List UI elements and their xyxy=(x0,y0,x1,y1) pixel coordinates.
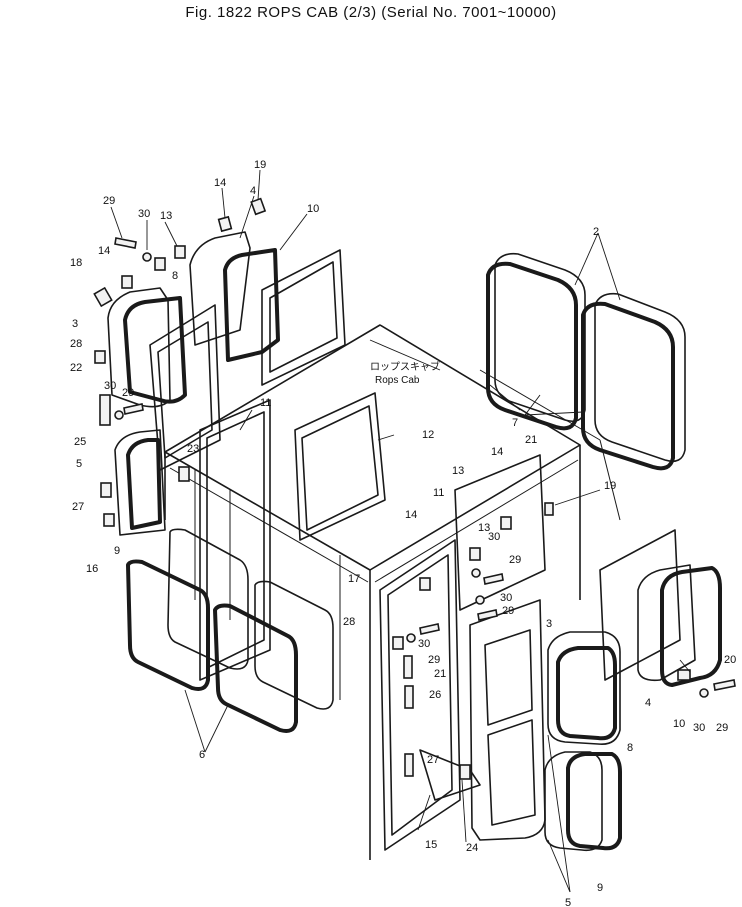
part-label-2: 2 xyxy=(593,226,599,238)
part-label-6: 6 xyxy=(199,749,205,761)
right-small-windows xyxy=(544,631,622,852)
part-label-13: 13 xyxy=(478,522,490,534)
part-label-20: 20 xyxy=(724,654,736,666)
part-label-30: 30 xyxy=(138,208,150,220)
left-door-frame xyxy=(107,231,346,471)
part-label-29: 29 xyxy=(509,554,521,566)
part-label-26: 26 xyxy=(429,689,441,701)
part-label-29: 29 xyxy=(122,387,134,399)
part-label-24: 24 xyxy=(466,842,478,854)
part-label-10: 10 xyxy=(673,718,685,730)
rear-window-pair xyxy=(486,252,686,471)
part-label-29: 29 xyxy=(103,195,115,207)
part-label-8: 8 xyxy=(172,270,178,282)
part-label-12: 12 xyxy=(422,429,434,441)
part-label-8: 8 xyxy=(627,742,633,754)
part-label-18: 18 xyxy=(70,257,82,269)
part-label-30: 30 xyxy=(104,380,116,392)
fasteners xyxy=(93,197,736,780)
part-label-21: 21 xyxy=(525,434,537,446)
part-label-4: 4 xyxy=(250,185,256,197)
far-right-glass xyxy=(599,529,722,687)
part-label-27: 27 xyxy=(427,754,439,766)
part-label-11: 11 xyxy=(260,397,271,409)
windshield xyxy=(294,392,386,541)
part-label-13: 13 xyxy=(452,465,464,477)
part-label-21: 21 xyxy=(434,668,446,680)
part-label-16: 16 xyxy=(86,563,98,575)
part-label-23: 23 xyxy=(187,443,199,455)
part-label-30: 30 xyxy=(500,592,512,604)
part-label-14: 14 xyxy=(491,446,503,458)
part-label-29: 29 xyxy=(428,654,440,666)
part-label-30: 30 xyxy=(418,638,430,650)
part-label-14: 14 xyxy=(405,509,417,521)
part-label-11: 11 xyxy=(433,487,444,499)
part-label-9: 9 xyxy=(597,882,603,894)
part-label-14: 14 xyxy=(214,177,226,189)
part-label-19: 19 xyxy=(604,480,616,492)
part-label-22: 22 xyxy=(70,362,82,374)
part-label-29: 29 xyxy=(502,605,514,617)
part-label-5: 5 xyxy=(76,458,82,470)
part-label-3: 3 xyxy=(72,318,78,330)
right-door xyxy=(379,454,546,851)
part-labels: 19 14 4 10 29 30 13 14 18 8 3 28 22 30 2… xyxy=(70,159,736,907)
part-label-19: 19 xyxy=(254,159,266,171)
part-label-3: 3 xyxy=(546,618,552,630)
part-label-27: 27 xyxy=(72,501,84,513)
lower-left-glass xyxy=(114,399,334,733)
part-label-5: 5 xyxy=(565,897,571,907)
leader-lines xyxy=(110,169,691,893)
part-label-29: 29 xyxy=(716,722,728,734)
part-label-9: 9 xyxy=(114,545,120,557)
part-label-28: 28 xyxy=(343,616,355,628)
part-label-28: 28 xyxy=(70,338,82,350)
part-label-15: 15 xyxy=(425,839,437,851)
center-label-jp: ロップスキャブ xyxy=(370,360,440,373)
part-label-30: 30 xyxy=(693,722,705,734)
part-label-13: 13 xyxy=(160,210,172,222)
part-label-7: 7 xyxy=(512,417,518,429)
part-label-10: 10 xyxy=(307,203,319,215)
center-label-en: Rops Cab xyxy=(375,375,420,386)
part-label-4: 4 xyxy=(645,697,651,709)
part-label-25: 25 xyxy=(74,436,86,448)
page-title: Fig. 1822 ROPS CAB (2/3) (Serial No. 700… xyxy=(185,4,557,21)
part-label-30: 30 xyxy=(488,531,500,543)
part-label-17: 17 xyxy=(348,573,360,585)
part-label-14: 14 xyxy=(98,245,110,257)
